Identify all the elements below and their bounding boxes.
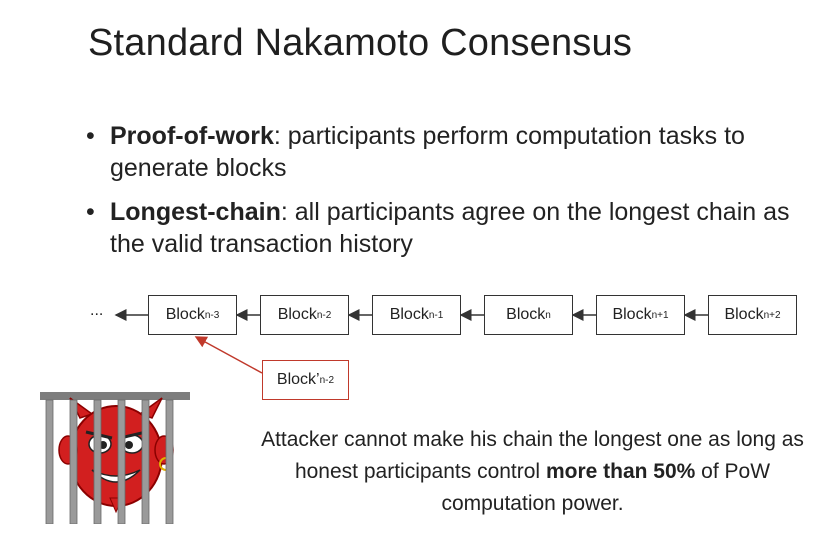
- block-label: Block’: [276, 371, 320, 388]
- block-subscript: n+2: [763, 309, 781, 321]
- bullet-text: : participants perform computation tasks…: [110, 122, 745, 182]
- block-label: Block: [389, 306, 429, 323]
- slide-title: Standard Nakamoto Consensus: [88, 22, 633, 64]
- jailed-devil-icon: [40, 392, 190, 524]
- chain-ellipsis: ...: [90, 302, 104, 319]
- block-subscript: n-2: [319, 374, 335, 386]
- bullet-dot: •: [86, 198, 95, 226]
- bullet-longest-chain: • Longest-chain: all participants agree …: [86, 196, 806, 260]
- note-text: Attacker cannot make his chain the longe…: [261, 428, 804, 483]
- note-text-end: of PoW computation power.: [441, 460, 771, 515]
- block-label: Block: [165, 306, 205, 323]
- block-label: Block: [612, 306, 652, 323]
- attacker-note: Attacker cannot make his chain the longe…: [240, 424, 825, 520]
- block-label: Block: [277, 306, 317, 323]
- block-subscript: n-2: [316, 309, 332, 321]
- bullet-dot: •: [86, 122, 95, 150]
- fork-arrow: [194, 336, 263, 374]
- block-subscript: n+1: [651, 309, 669, 321]
- chain-arrows: [114, 309, 708, 374]
- bullet-text: : all participants agree on the longest …: [110, 198, 790, 258]
- block-subscript: n-1: [428, 309, 444, 321]
- block-label: Block: [724, 306, 764, 323]
- fork-block: Block’n-2: [262, 360, 349, 400]
- bullet-term: Longest-chain: [110, 198, 281, 226]
- bullet-proof-of-work: • Proof-of-work: participants perform co…: [86, 120, 806, 184]
- bullet-term: Proof-of-work: [110, 122, 274, 150]
- block-subscript: n-3: [204, 309, 220, 321]
- note-emphasis: more than 50%: [545, 460, 696, 483]
- block-subscript: n: [545, 309, 551, 321]
- block-label: Block: [506, 306, 546, 323]
- bullet-list: • Proof-of-work: participants perform co…: [86, 120, 806, 272]
